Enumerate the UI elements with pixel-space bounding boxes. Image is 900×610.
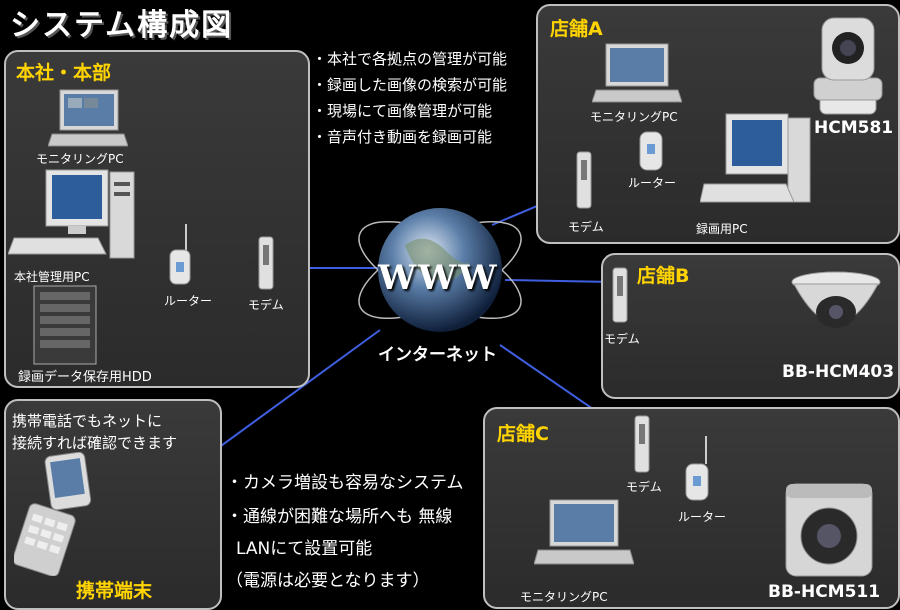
laptop-icon	[534, 499, 634, 565]
page-title: システム構成図	[10, 8, 234, 43]
store-b-title: 店舗B	[637, 265, 690, 287]
feature-top-2: ・録画した画像の検索が可能	[312, 76, 508, 94]
store-a-camera-label: HCM581	[814, 118, 894, 138]
store-c-monitor-label: モニタリングPC	[520, 590, 608, 604]
hq-modem-label: モデム	[248, 298, 284, 312]
feature-bottom-3: LANにて設置可能	[236, 539, 373, 559]
hq-title: 本社・本部	[16, 62, 112, 84]
internet-storeb-line	[504, 279, 613, 283]
internet-www: WWW	[378, 258, 499, 298]
server-hdd-icon	[33, 285, 97, 365]
feature-top-4: ・音声付き動画を録画可能	[312, 128, 493, 146]
desktop-pc-icon	[700, 113, 811, 203]
internet-label: インターネット	[378, 345, 497, 365]
store-c-camera-label: BB-HCM511	[768, 582, 881, 602]
desktop-pc-icon	[8, 169, 135, 259]
feature-bottom-2: ・通線が困難な場所へも 無線	[226, 507, 453, 527]
modem-icon	[612, 267, 628, 323]
modem-icon	[634, 415, 650, 473]
box-camera-icon	[785, 483, 873, 577]
feature-top-1: ・本社で各拠点の管理が可能	[312, 50, 508, 68]
feature-bottom-4: （電源は必要となります）	[226, 571, 430, 591]
store-a-rec-label: 録画用PC	[696, 222, 748, 236]
mobile-label: 携帯端末	[76, 580, 153, 602]
store-a-router-label: ルーター	[628, 176, 677, 190]
mobile-phone-icon	[14, 452, 92, 576]
mobile-line2: 接続すれば確認できます	[12, 434, 178, 452]
hq-router-label: ルーター	[164, 294, 213, 308]
router-icon	[639, 131, 663, 171]
modem-icon	[576, 151, 592, 209]
store-a-monitor-label: モニタリングPC	[590, 110, 678, 124]
feature-top-3: ・現場にて画像管理が可能	[312, 102, 493, 120]
laptop-icon	[48, 89, 128, 147]
laptop-icon	[592, 43, 682, 103]
hq-admin-label: 本社管理用PC	[14, 270, 90, 284]
store-c-modem-label: モデム	[626, 480, 662, 494]
store-c-title: 店舗C	[497, 423, 549, 445]
feature-bottom-1: ・カメラ増設も容易なシステム	[226, 473, 464, 493]
hq-monitor-label: モニタリングPC	[36, 152, 124, 166]
router-icon	[169, 224, 191, 285]
mobile-line1: 携帯電話でもネットに	[12, 412, 163, 430]
store-b-camera-label: BB-HCM403	[782, 362, 895, 382]
modem-icon	[258, 236, 274, 290]
store-a-title: 店舗A	[550, 18, 603, 40]
store-c-router-label: ルーター	[678, 510, 727, 524]
store-a-modem-label: モデム	[568, 220, 604, 234]
ptz-camera-icon	[813, 17, 883, 115]
store-b-modem-label: モデム	[604, 332, 640, 346]
dome-camera-icon	[791, 271, 881, 328]
hq-hdd-label: 録画データ保存用HDD	[18, 370, 152, 385]
globe-icon	[358, 208, 522, 332]
mobile-panel	[4, 399, 222, 610]
router-icon	[685, 436, 709, 501]
